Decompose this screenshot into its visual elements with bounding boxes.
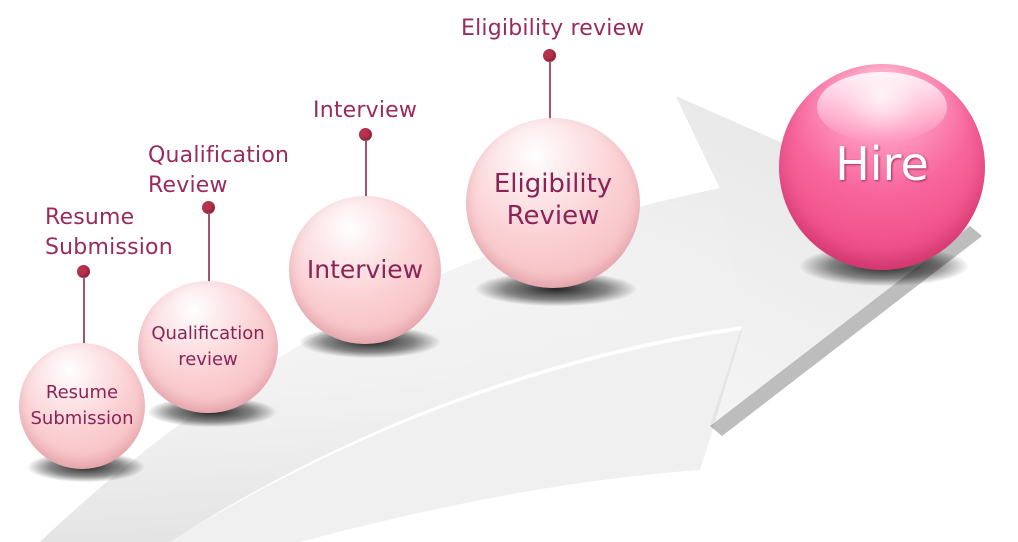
sphere-text-interview: Interview bbox=[306, 255, 424, 284]
stage-label-qualification: Qualification Review bbox=[148, 143, 290, 198]
sphere-text-resume: Resume Submission bbox=[30, 382, 134, 429]
connector-line-interview bbox=[365, 140, 367, 198]
sphere-text-eligibility: Eligibility Review bbox=[493, 169, 613, 231]
stage-label-resume: Resume Submission bbox=[45, 205, 173, 260]
stage-sphere-qualification: Qualification review bbox=[138, 281, 278, 413]
connector-dot-eligibility bbox=[543, 49, 556, 62]
connector-line-qualification bbox=[208, 213, 210, 285]
hire-sphere-highlight bbox=[817, 72, 947, 142]
sphere-text-qualification: Qualification review bbox=[151, 323, 265, 370]
stage-label-eligibility: Eligibility review bbox=[461, 16, 645, 41]
connector-line-resume bbox=[83, 277, 85, 353]
connector-dot-resume bbox=[77, 265, 90, 278]
stage-sphere-interview: Interview bbox=[289, 196, 441, 344]
stage-sphere-eligibility: Eligibility Review bbox=[466, 118, 640, 288]
connector-line-eligibility bbox=[549, 61, 551, 121]
stage-label-interview: Interview bbox=[313, 98, 418, 123]
hire-sphere: Hire bbox=[779, 64, 985, 270]
connector-dot-qualification bbox=[202, 201, 215, 214]
stage-sphere-resume: Resume Submission bbox=[19, 343, 145, 469]
connector-dot-interview bbox=[359, 128, 372, 141]
hire-label: Hire bbox=[835, 137, 929, 191]
